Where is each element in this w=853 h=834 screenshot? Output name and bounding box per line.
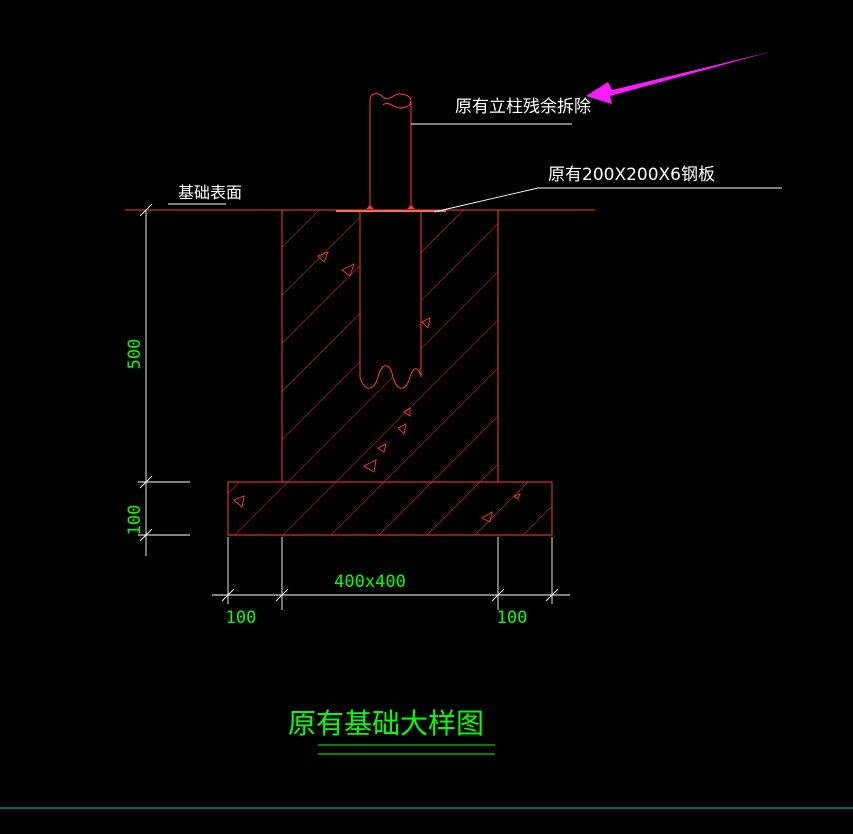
steel-plate-note: 原有200X200X6钢板 (548, 165, 715, 185)
vertical-dimension (138, 203, 190, 556)
pointer-arrow-icon (586, 52, 770, 104)
concrete-footing (227, 481, 553, 536)
right-projection-dimension: 100 (497, 608, 528, 628)
embedded-column (359, 211, 422, 389)
foundation-surface-label: 基础表面 (178, 183, 242, 202)
left-projection-dimension: 100 (226, 608, 257, 628)
leader-lines (168, 123, 782, 213)
drawing-title: 原有基础大样图 (288, 707, 484, 740)
pier-section-dimension: 400x400 (334, 572, 406, 592)
existing-column (366, 93, 415, 209)
pier-height-dimension: 500 (125, 339, 145, 370)
footing-thickness-dimension: 100 (125, 505, 145, 536)
horizontal-dimension (212, 537, 570, 610)
column-removal-note: 原有立柱残余拆除 (455, 97, 591, 117)
